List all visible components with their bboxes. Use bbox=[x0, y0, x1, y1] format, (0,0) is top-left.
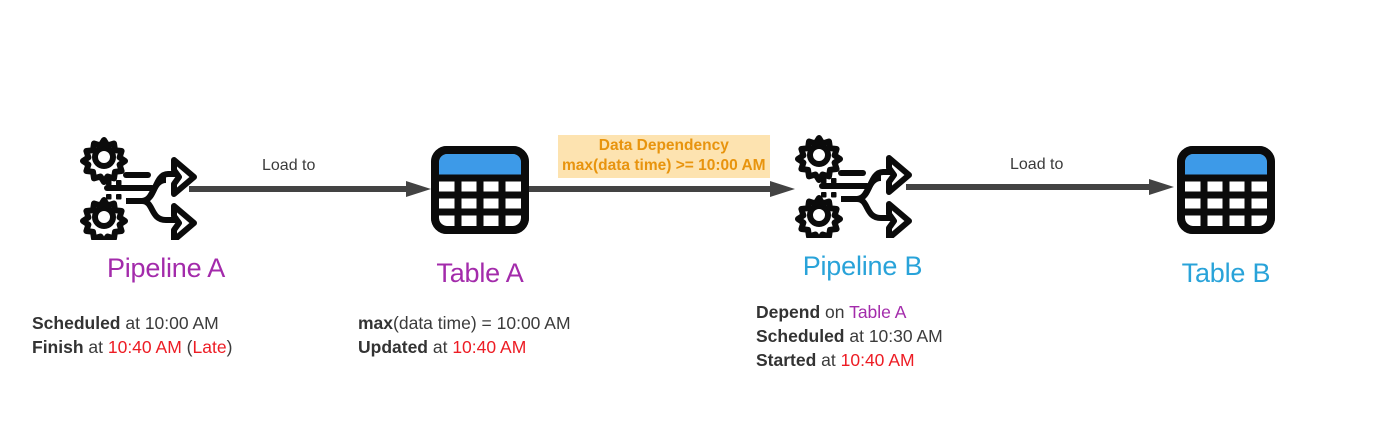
pipeline-b-started-bold: Started bbox=[756, 350, 817, 370]
pipeline-a-label: Pipeline A bbox=[106, 253, 226, 283]
table-a-max-rest: (data time) = 10:00 AM bbox=[393, 313, 571, 333]
pipeline-a-finish-bold: Finish bbox=[32, 337, 84, 357]
pipeline-b-started-rest: at bbox=[816, 350, 841, 370]
edge-pipeline-a-to-table-a bbox=[188, 180, 434, 198]
pipeline-a-icon-wrap bbox=[80, 136, 198, 240]
pipeline-b-started-time: 10:40 AM bbox=[840, 350, 915, 370]
edge-table-a-to-pipeline-b bbox=[528, 180, 798, 198]
pipeline-b-scheduled-rest: at 10:30 AM bbox=[844, 326, 943, 346]
pipeline-b-depend-bold: Depend bbox=[756, 302, 821, 322]
pipeline-a-details: Scheduled at 10:00 AM Finish at 10:40 AM… bbox=[32, 311, 232, 359]
edge-pipeline-b-to-table-b bbox=[905, 178, 1177, 196]
pipeline-b-depend-target: Table A bbox=[849, 302, 907, 322]
pipeline-a-finish-time: 10:40 AM bbox=[107, 337, 182, 357]
table-a-updated-bold: Updated bbox=[358, 337, 428, 357]
table-a-updated-rest: at bbox=[428, 337, 453, 357]
pipeline-b-detail-started: Started at 10:40 AM bbox=[756, 348, 943, 372]
pipeline-b-scheduled-bold: Scheduled bbox=[756, 326, 845, 346]
pipeline-b-icon-wrap bbox=[795, 134, 913, 238]
table-grid-icon bbox=[1177, 146, 1275, 234]
data-dependency-callout: Data Dependency max(data time) >= 10:00 … bbox=[558, 135, 770, 178]
pipeline-a-scheduled-rest: at 10:00 AM bbox=[120, 313, 219, 333]
pipeline-b-detail-depend: Depend on Table A bbox=[756, 300, 943, 324]
table-a-label: Table A bbox=[436, 258, 524, 288]
pipeline-b-depend-rest: on bbox=[820, 302, 850, 322]
table-a-detail-updated: Updated at 10:40 AM bbox=[358, 335, 571, 359]
table-b-label: Table B bbox=[1181, 258, 1271, 288]
pipeline-a-scheduled-bold: Scheduled bbox=[32, 313, 121, 333]
pipeline-b-detail-scheduled: Scheduled at 10:30 AM bbox=[756, 324, 943, 348]
callout-line-1: Data Dependency bbox=[598, 137, 729, 154]
pipeline-gears-arrows-icon bbox=[80, 137, 197, 240]
pipeline-b-details: Depend on Table A Scheduled at 10:30 AM … bbox=[756, 300, 943, 372]
edge-label-load-to-2: Load to bbox=[1010, 156, 1064, 173]
pipeline-a-finish-rest: at bbox=[83, 337, 108, 357]
pipeline-b-label: Pipeline B bbox=[802, 251, 923, 281]
callout-line-2: max(data time) >= 10:00 AM bbox=[562, 157, 766, 174]
pipeline-a-finish-open: ( bbox=[181, 337, 193, 357]
edge-label-load-to-1: Load to bbox=[262, 157, 316, 174]
pipeline-gears-arrows-icon bbox=[795, 135, 912, 238]
table-a-details: max(data time) = 10:00 AM Updated at 10:… bbox=[358, 311, 571, 359]
pipeline-a-late-badge: Late bbox=[192, 337, 227, 357]
pipeline-a-detail-finish: Finish at 10:40 AM (Late) bbox=[32, 335, 232, 359]
pipeline-a-finish-close: ) bbox=[226, 337, 233, 357]
table-b-icon-wrap bbox=[1177, 146, 1275, 234]
pipeline-a-detail-scheduled: Scheduled at 10:00 AM bbox=[32, 311, 232, 335]
table-a-detail-maxtime: max(data time) = 10:00 AM bbox=[358, 311, 571, 335]
table-a-icon-wrap bbox=[431, 146, 529, 234]
table-grid-icon bbox=[431, 146, 529, 234]
table-a-max-bold: max bbox=[358, 313, 394, 333]
table-a-updated-time: 10:40 AM bbox=[452, 337, 527, 357]
